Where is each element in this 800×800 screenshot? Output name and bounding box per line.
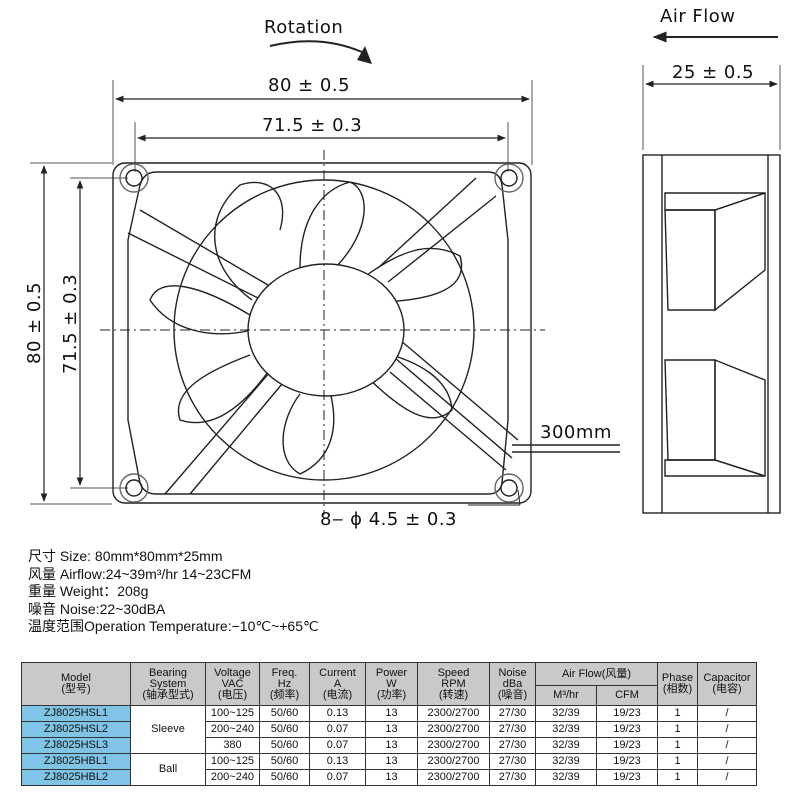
- m3hr-cell: 32/39: [535, 737, 597, 754]
- header-model: Model(型号): [21, 662, 131, 706]
- mounting-holes: [119, 163, 524, 503]
- phase-cell: 1: [657, 705, 698, 722]
- current-cell: 0.07: [309, 721, 366, 738]
- cfm-cell: 19/23: [596, 753, 658, 770]
- fan-technical-drawing: Rotation Air Flow 80 ± 0.5 71.5 ± 0.3 80…: [24, 6, 781, 530]
- freq-cell: 50/60: [259, 705, 310, 722]
- current-cell: 0.13: [309, 753, 366, 770]
- noise-cell: 27/30: [489, 721, 536, 738]
- model-cell: ZJ8025HSL1: [21, 705, 131, 722]
- power-cell: 13: [365, 721, 418, 738]
- dim-height-outer: 80 ± 0.5: [24, 282, 45, 364]
- fan-front-view: [112, 162, 620, 504]
- spec-list: 尺寸 Size: 80mm*80mm*25mm 风量 Airflow:24~39…: [28, 548, 319, 636]
- speed-cell: 2300/2700: [417, 769, 490, 786]
- capacitor-cell: /: [697, 769, 757, 786]
- header-phase: Phase(相数): [657, 662, 698, 706]
- voltage-cell: 200~240: [205, 721, 260, 738]
- spec-temperature: 温度范围Operation Temperature:−10℃~+65℃: [28, 618, 319, 634]
- dim-depth: 25 ± 0.5: [672, 62, 754, 83]
- airflow-label: Air Flow: [660, 6, 736, 27]
- table-row: ZJ8025HSL2 200~240 50/60 0.07 13 2300/27…: [21, 721, 757, 738]
- capacitor-cell: /: [697, 721, 757, 738]
- cfm-cell: 19/23: [596, 705, 658, 722]
- header-cfm: CFM: [596, 685, 658, 706]
- current-cell: 0.13: [309, 705, 366, 722]
- current-cell: 0.07: [309, 737, 366, 754]
- model-cell: ZJ8025HSL3: [21, 737, 131, 754]
- freq-cell: 50/60: [259, 721, 310, 738]
- m3hr-cell: 32/39: [535, 721, 597, 738]
- capacitor-cell: /: [697, 705, 757, 722]
- noise-cell: 27/30: [489, 705, 536, 722]
- dim-height-inner: 71.5 ± 0.3: [60, 274, 81, 374]
- table-row: ZJ8025HBL2 200~240 50/60 0.07 13 2300/27…: [21, 769, 757, 786]
- spec-size: 尺寸 Size: 80mm*80mm*25mm: [28, 548, 223, 564]
- freq-cell: 50/60: [259, 737, 310, 754]
- table-row: ZJ8025HSL3 380 50/60 0.07 13 2300/2700 2…: [21, 737, 757, 754]
- fan-side-view: [642, 154, 781, 514]
- header-capacitor: Capacitor(电容): [697, 662, 757, 706]
- spec-noise: 噪音 Noise:22~30dBA: [28, 600, 166, 617]
- voltage-cell: 380: [205, 737, 260, 754]
- cfm-cell: 19/23: [596, 721, 658, 738]
- speed-cell: 2300/2700: [417, 721, 490, 738]
- rotation-arrow-head-icon: [357, 46, 372, 64]
- speed-cell: 2300/2700: [417, 705, 490, 722]
- phase-cell: 1: [657, 753, 698, 770]
- noise-cell: 27/30: [489, 769, 536, 786]
- power-cell: 13: [365, 769, 418, 786]
- cfm-cell: 19/23: [596, 737, 658, 754]
- noise-cell: 27/30: [489, 753, 536, 770]
- phase-cell: 1: [657, 737, 698, 754]
- spec-weight: 重量 Weight：208g: [28, 583, 149, 599]
- power-cell: 13: [365, 737, 418, 754]
- cfm-cell: 19/23: [596, 769, 658, 786]
- power-cell: 13: [365, 753, 418, 770]
- speed-cell: 2300/2700: [417, 737, 490, 754]
- bearing-cell: Sleeve: [130, 705, 206, 754]
- m3hr-cell: 32/39: [535, 705, 597, 722]
- table-row: ZJ8025HBL1 Ball 100~125 50/60 0.13 13 23…: [21, 753, 757, 786]
- phase-cell: 1: [657, 721, 698, 738]
- bearing-cell: Ball: [130, 753, 206, 786]
- model-cell: ZJ8025HBL2: [21, 769, 131, 786]
- spec-airflow: 风量 Airflow:24~39m³/hr 14~23CFM: [28, 565, 252, 582]
- m3hr-cell: 32/39: [535, 769, 597, 786]
- header-m3hr: M³/hr: [535, 685, 597, 706]
- voltage-cell: 100~125: [205, 705, 260, 722]
- cable-length: 300mm: [540, 422, 612, 443]
- rotation-label: Rotation: [264, 17, 343, 38]
- dim-width-inner: 71.5 ± 0.3: [262, 115, 362, 136]
- phase-cell: 1: [657, 769, 698, 786]
- freq-cell: 50/60: [259, 769, 310, 786]
- voltage-cell: 100~125: [205, 753, 260, 770]
- header-airflow: Air Flow(风量): [535, 662, 658, 686]
- model-cell: ZJ8025HBL1: [21, 753, 131, 770]
- table-row: ZJ8025HSL1 Sleeve 100~125 50/60 0.13 13 …: [21, 705, 757, 754]
- header-freq: Freq.Hz(频率): [259, 662, 310, 706]
- power-cell: 13: [365, 705, 418, 722]
- model-cell: ZJ8025HSL2: [21, 721, 131, 738]
- voltage-cell: 200~240: [205, 769, 260, 786]
- dim-width-outer: 80 ± 0.5: [268, 75, 350, 96]
- capacitor-cell: /: [697, 753, 757, 770]
- noise-cell: 27/30: [489, 737, 536, 754]
- freq-cell: 50/60: [259, 753, 310, 770]
- capacitor-cell: /: [697, 737, 757, 754]
- speed-cell: 2300/2700: [417, 753, 490, 770]
- current-cell: 0.07: [309, 769, 366, 786]
- m3hr-cell: 32/39: [535, 753, 597, 770]
- rotation-arrow-icon: [269, 40, 363, 53]
- mounting-holes-dimension: 8‒ ϕ 4.5 ± 0.3: [320, 509, 457, 530]
